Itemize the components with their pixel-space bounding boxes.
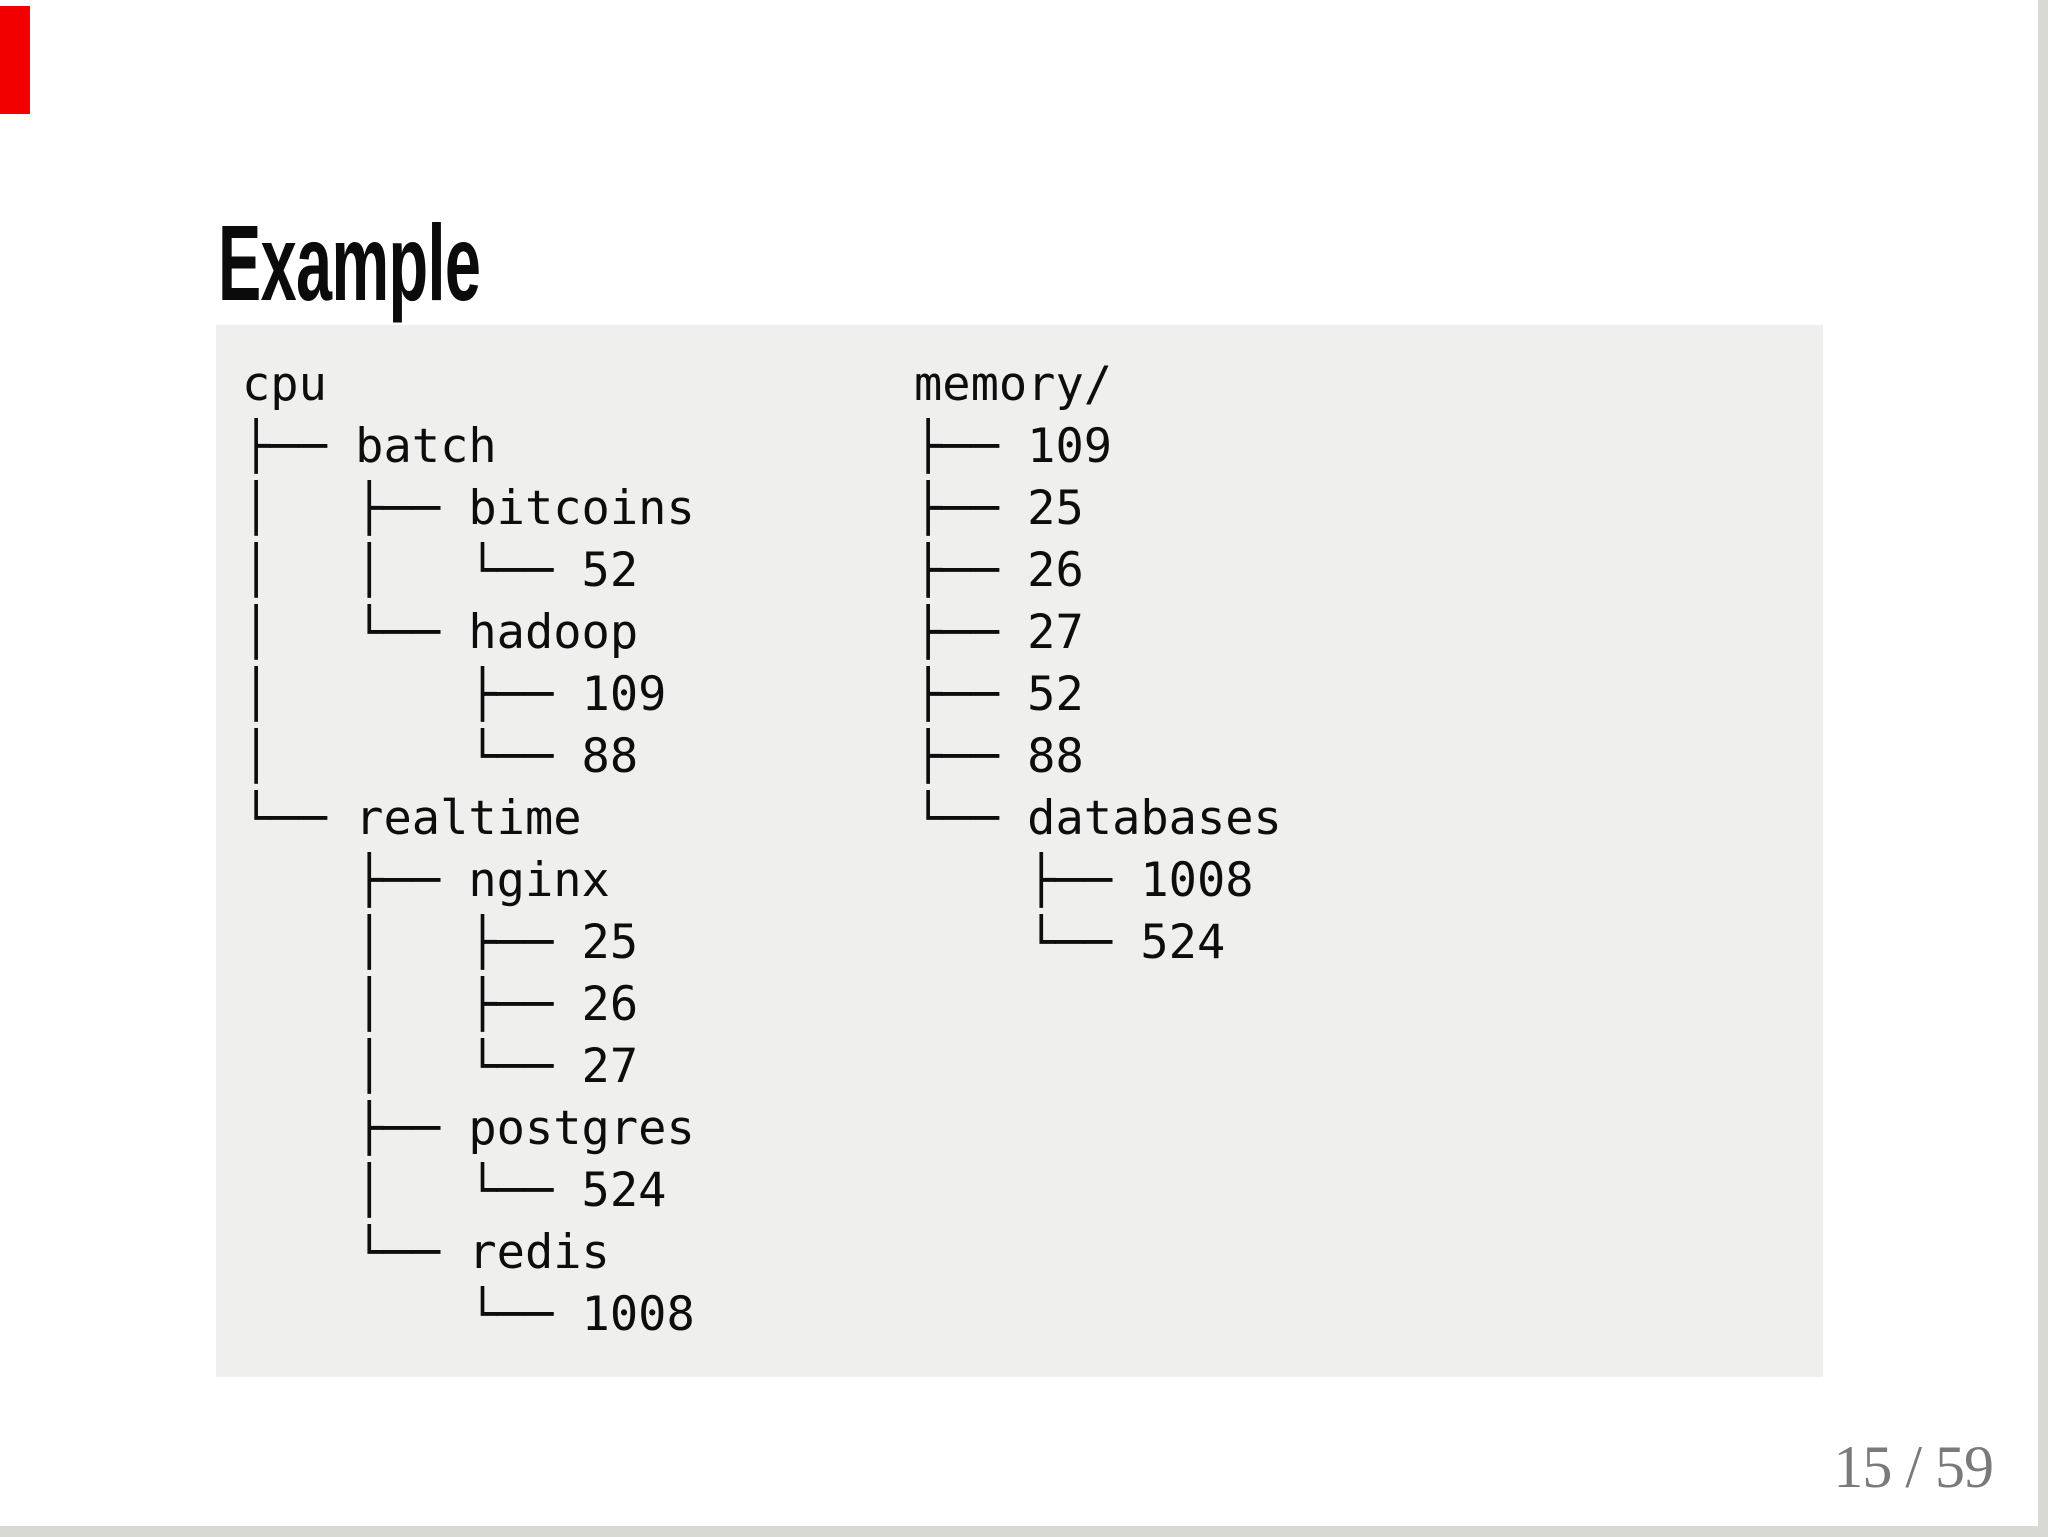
right-edge-band (2038, 0, 2048, 1537)
cpu-tree: cpu ├── batch │ ├── bitcoins │ │ └── 52 … (242, 357, 695, 1342)
code-panel (216, 325, 1823, 1377)
page-number: 15 / 59 (1833, 1434, 1994, 1500)
slide-title: Example (218, 202, 481, 324)
bottom-edge-band (0, 1526, 2048, 1537)
memory-tree: memory/ ├── 109 ├── 25 ├── 26 ├── 27 ├──… (914, 357, 1282, 970)
red-corner-marker (0, 6, 30, 114)
